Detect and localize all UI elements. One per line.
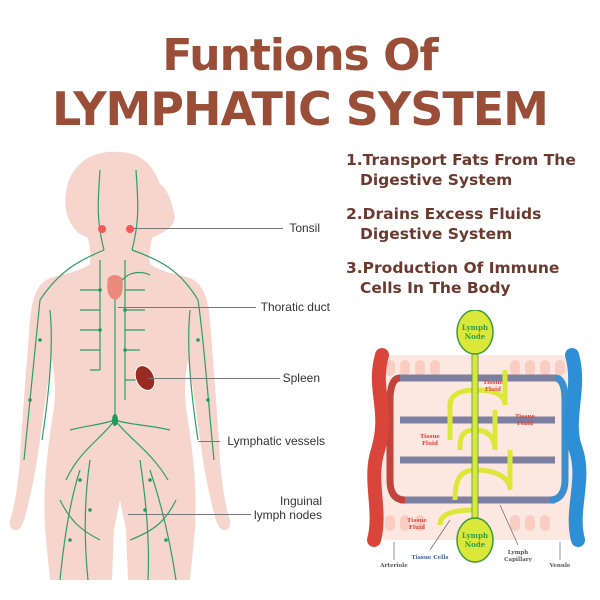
tissue-fluid-labels: Tissue Fluid Tissue Fluid Tissue Fluid T… [407, 380, 535, 531]
spleen-label: Spleen [282, 371, 320, 385]
thymus [107, 275, 123, 300]
lymph-capillaries [437, 350, 513, 530]
title-line-1: Funtions Of [162, 30, 438, 81]
spleen-leader-line [148, 378, 280, 379]
tissue-cells-label: Tissue Cells [412, 555, 449, 561]
lymphatic-vessels-label: Lymphatic vessels [227, 434, 325, 448]
lymph-node-top-line-1: Lymph [462, 323, 488, 332]
venule [564, 348, 587, 547]
tissue-fluid-label-2: Tissue [515, 414, 535, 420]
lymph-node-bottom: Lymph Node [456, 517, 494, 563]
lymph-node-top: Lymph Node [456, 310, 494, 355]
spleen [134, 365, 156, 391]
arteriole [367, 348, 390, 547]
functions-list: 1.Transport Fats From The Digestive Syst… [346, 150, 600, 312]
thoracic-duct-leader-line [118, 307, 256, 308]
capillary-diagram: Lymph Node Lymph Node Tissue Fluid Tissu… [367, 310, 587, 569]
tissue-fluid-label-2b: Fluid [517, 421, 533, 427]
lymphatic-vessels-leader-line [198, 441, 220, 442]
function-item-line-2: Cells In The Body [360, 279, 511, 297]
title-line-2: LYMPHATIC SYSTEM [52, 82, 549, 136]
tissue-fluid-label-1: Tissue [483, 380, 503, 386]
inguinal-label-line-1: Inguinal [279, 494, 322, 508]
lymph-capillary-label-line-1: Lymph [508, 550, 529, 556]
tonsil-left [98, 225, 106, 233]
pointer-lines [393, 504, 561, 560]
function-item: 1.Transport Fats From The Digestive Syst… [346, 150, 600, 190]
inguinal-leader-line [128, 514, 251, 515]
body-illustration [9, 151, 231, 581]
arteriole-label: Arteriole [379, 563, 408, 569]
function-item-line-1: 1.Transport Fats From The [346, 151, 576, 169]
tonsil-right [126, 225, 134, 233]
thoracic-duct-label: Thoratic duct [260, 300, 330, 314]
lymph-capillary-outline [471, 350, 479, 530]
tissue-fluid-label-4b: Fluid [409, 525, 425, 531]
tissue-fluid-label-3b: Fluid [422, 441, 438, 447]
lymph-node-bottom-line-1: Lymph [462, 531, 488, 540]
bottom-labels: Arteriole Tissue Cells Lymph Capillary V… [379, 550, 571, 569]
lymphatic-vessels [23, 169, 215, 581]
inguinal-label-line-2: lymph nodes [253, 508, 322, 522]
function-item-line-2: Digestive System [360, 171, 513, 189]
venule-label: Venule [549, 563, 571, 569]
tissue-fluid-label-4: Tissue [407, 518, 427, 524]
function-item: 2.Drains Excess Fluids Digestive System [346, 204, 600, 244]
tonsil-leader-line [133, 228, 283, 229]
function-item-line-1: 2.Drains Excess Fluids [346, 205, 542, 223]
function-item: 3.Production Of Immune Cells In The Body [346, 258, 600, 298]
tissue-fluid-label-1b: Fluid [485, 387, 501, 393]
tissue-cells [380, 355, 580, 540]
tonsil-label: Tonsil [289, 221, 320, 235]
tissue-fluid-label-3: Tissue [420, 434, 440, 440]
lymph-capillary-label-line-2: Capillary [504, 557, 533, 563]
lymph-node-top-line-2: Node [465, 332, 486, 341]
tissue-cell-pattern [385, 360, 565, 531]
function-item-line-2: Digestive System [360, 225, 513, 243]
function-item-line-1: 3.Production Of Immune [346, 259, 560, 277]
body-silhouette [9, 151, 231, 580]
lymph-node-bottom-line-2: Node [465, 540, 486, 549]
